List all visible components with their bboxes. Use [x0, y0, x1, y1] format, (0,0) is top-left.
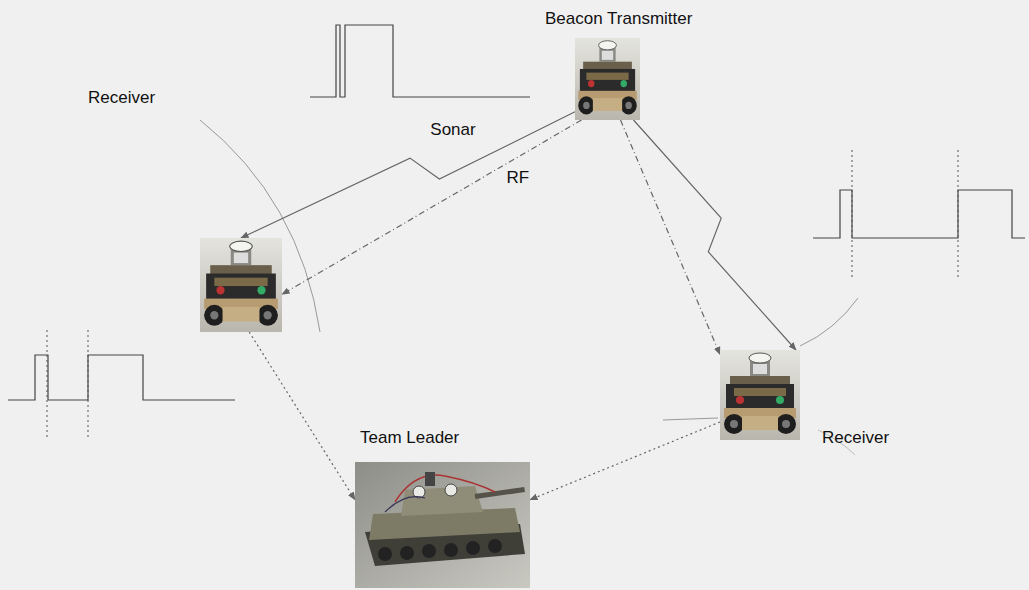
pulse-waveform	[310, 25, 530, 97]
robot-photo	[720, 350, 800, 440]
timing-marker	[47, 330, 48, 440]
sonar-wavefront	[200, 120, 320, 332]
signal-label: RF	[504, 168, 531, 188]
receiver-robot: Receiver	[200, 238, 282, 332]
rf-link	[621, 120, 721, 355]
sonar-link	[634, 120, 797, 350]
robot-label: Beacon Transmitter	[545, 9, 692, 29]
team-leader-robot: Team Leader	[355, 462, 530, 588]
robot-label: Receiver	[88, 88, 155, 108]
sonar-link	[241, 112, 575, 238]
sonar-wavefront	[663, 418, 718, 420]
report-link	[249, 332, 355, 500]
signal-label: Sonar	[428, 120, 477, 140]
timing-marker	[88, 330, 89, 440]
timing-marker	[958, 150, 959, 280]
robot-label: Team Leader	[360, 428, 459, 448]
pulse-waveform	[813, 190, 1025, 238]
robot-photo	[575, 38, 640, 120]
robot-label: Receiver	[822, 428, 889, 448]
rf-link	[282, 120, 582, 294]
report-link	[530, 422, 720, 500]
sonar-wavefront	[800, 298, 858, 346]
receiver-robot: Receiver	[720, 350, 800, 440]
transmitter-robot: Beacon Transmitter	[575, 38, 640, 120]
timing-marker	[852, 150, 853, 280]
robot-photo	[200, 238, 282, 332]
pulse-waveform	[8, 355, 235, 400]
tank-robot-photo	[355, 462, 530, 588]
